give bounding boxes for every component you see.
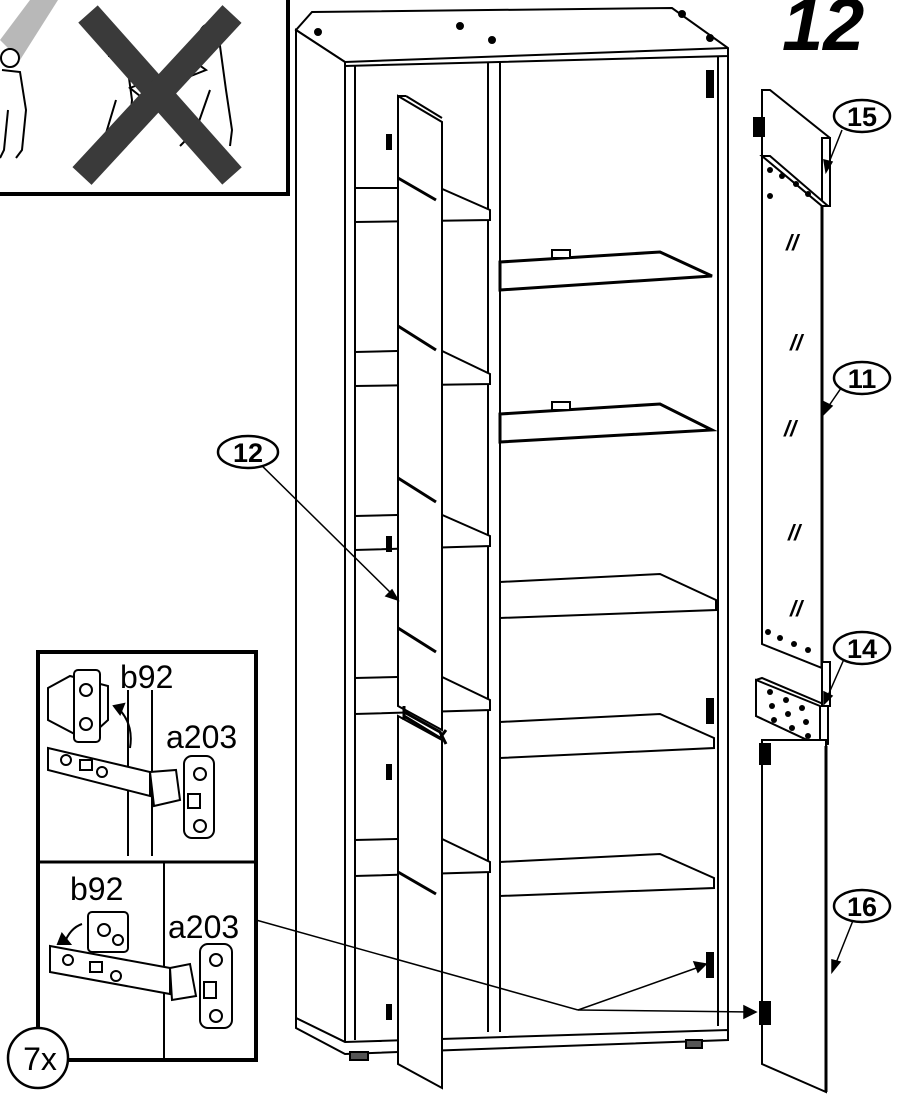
callout-part-16: 16 xyxy=(832,888,892,924)
hinge-top-hinge-label: a203 xyxy=(166,719,237,755)
callout-part-14: 14 xyxy=(832,630,892,666)
hinge-bottom-screw-label: b92 xyxy=(70,871,123,907)
step-number: 12 xyxy=(782,0,864,66)
left-door-lower xyxy=(397,709,448,1090)
right-door-middle-frame-14 xyxy=(755,661,831,748)
cabinet-carcass xyxy=(294,6,729,1061)
svg-text://: // xyxy=(785,230,801,255)
hinge-detail-bottom-illustration xyxy=(49,911,233,1029)
hinge-bottom-hinge-label: a203 xyxy=(168,909,239,945)
callout-part-15: 15 xyxy=(832,98,892,134)
hinge-quantity-badge: 7x xyxy=(6,1026,70,1090)
carry-warning-box xyxy=(0,0,290,196)
right-compartment-shelves xyxy=(498,249,718,898)
carcass-hinge-plates xyxy=(386,70,714,1020)
callout-part-12-label: 12 xyxy=(233,438,263,468)
left-door-upper xyxy=(397,94,448,740)
callout-part-11: 11 xyxy=(832,360,892,396)
hinge-quantity-label: 7x xyxy=(23,1041,57,1077)
hinge-detail-box: b92 a203 b92 a203 7x xyxy=(6,650,258,1090)
callout-part-15-label: 15 xyxy=(847,102,877,132)
callout-part-14-label: 14 xyxy=(847,634,877,664)
callout-part-11-label: 11 xyxy=(848,364,877,394)
callout-leaders xyxy=(247,129,855,1020)
right-door-lower-panel-16 xyxy=(759,739,828,1094)
right-door-glass-11: // // // // // xyxy=(759,153,831,670)
carry-flat-forbidden-figure xyxy=(72,5,242,185)
svg-text://: // xyxy=(787,520,803,545)
svg-text://: // xyxy=(789,330,805,355)
hinge-detail-top-illustration xyxy=(47,669,215,856)
svg-text://: // xyxy=(789,596,805,621)
svg-text://: // xyxy=(783,416,799,441)
hinge-top-screw-label: b92 xyxy=(120,659,173,695)
carry-upright-figure xyxy=(0,0,58,159)
callout-part-12: 12 xyxy=(216,434,280,470)
callout-part-16-label: 16 xyxy=(847,892,877,922)
